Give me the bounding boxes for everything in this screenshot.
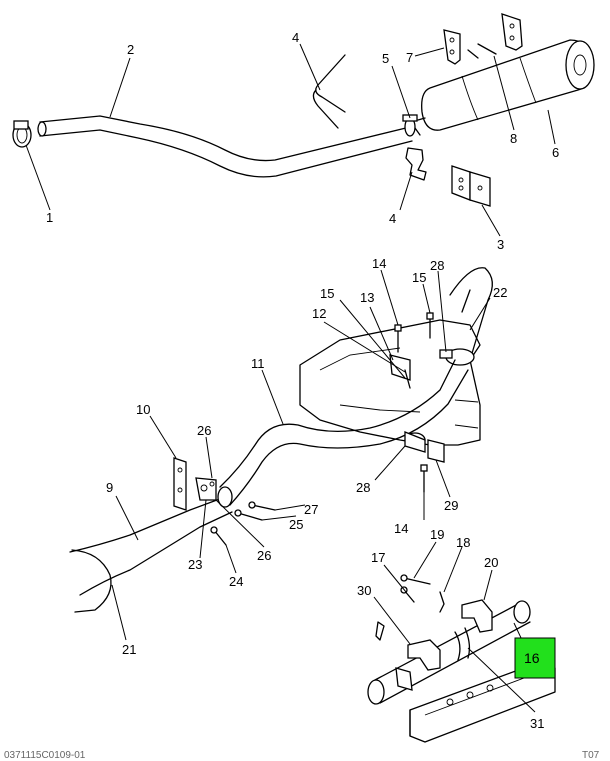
callout-22[interactable]: 22	[493, 285, 507, 300]
callout-23[interactable]: 23	[188, 557, 202, 572]
bolt-part-12[interactable]	[404, 369, 411, 389]
bolt-part-14-upper[interactable]	[394, 324, 402, 353]
clamp-part-5[interactable]	[402, 114, 418, 137]
footer-page: T07	[582, 750, 600, 761]
highlight-callout-16[interactable]: 16	[514, 637, 556, 679]
callout-30[interactable]: 30	[357, 583, 371, 598]
clamp-part-4[interactable]	[405, 147, 427, 181]
bolt-part-27[interactable]	[248, 501, 276, 511]
bolt-part-8[interactable]	[467, 43, 497, 59]
callout-6[interactable]: 6	[552, 145, 559, 160]
callout-18[interactable]: 18	[456, 535, 470, 550]
callout-15-left[interactable]: 15	[320, 286, 334, 301]
callout-7[interactable]: 7	[406, 50, 413, 65]
frame-crossmember	[299, 319, 481, 446]
callout-19[interactable]: 19	[430, 527, 444, 542]
callout-20[interactable]: 20	[484, 555, 498, 570]
bracket-right[interactable]	[501, 13, 523, 51]
callout-4-lower[interactable]: 4	[389, 211, 396, 226]
clamp-lower-left[interactable]	[395, 667, 413, 691]
callout-26-upper[interactable]: 26	[197, 423, 211, 438]
pipe-part-2[interactable]	[37, 115, 413, 178]
callout-3[interactable]: 3	[497, 237, 504, 252]
callout-11[interactable]: 11	[251, 356, 265, 371]
u-bolt-part-17[interactable]	[400, 586, 415, 603]
callout-24[interactable]: 24	[229, 574, 243, 589]
highlight-box[interactable]	[514, 637, 556, 679]
u-bolt-part-31[interactable]	[454, 627, 471, 661]
callout-8[interactable]: 8	[510, 131, 517, 146]
pipe-part-16[interactable]	[367, 600, 531, 705]
callout-4-upper[interactable]: 4	[292, 30, 299, 45]
bracket-part-13[interactable]	[389, 354, 411, 381]
u-bolt-part-4[interactable]	[312, 54, 346, 129]
callout-25[interactable]: 25	[289, 517, 303, 532]
callout-28-lower[interactable]: 28	[356, 480, 370, 495]
bracket-part-20[interactable]	[461, 599, 493, 633]
callout-27[interactable]: 27	[304, 502, 318, 517]
bolt-part-14-lower[interactable]	[420, 464, 428, 493]
callout-5[interactable]: 5	[382, 51, 389, 66]
callout-29[interactable]: 29	[444, 498, 458, 513]
callout-12[interactable]: 12	[312, 306, 326, 321]
bolt-part-19[interactable]	[400, 574, 431, 585]
clamp-part-1[interactable]	[12, 120, 32, 148]
clamp-small[interactable]	[375, 621, 385, 641]
callout-1[interactable]: 1	[46, 210, 53, 225]
bolt-part-24[interactable]	[210, 526, 227, 546]
bolt-part-25[interactable]	[234, 509, 263, 521]
muffler-part-6[interactable]	[414, 39, 595, 136]
callout-16[interactable]: 16	[524, 650, 540, 666]
callout-31[interactable]: 31	[530, 716, 544, 731]
detail-assembly	[367, 574, 556, 743]
bracket-part-29[interactable]	[427, 439, 445, 463]
pipe-part-11[interactable]	[219, 359, 469, 506]
callout-14-upper[interactable]: 14	[372, 256, 386, 271]
clamp-part-23[interactable]	[195, 477, 217, 501]
callout-15-right[interactable]: 15	[412, 270, 426, 285]
callout-26-lower[interactable]: 26	[257, 548, 271, 563]
bracket-part-30[interactable]	[407, 639, 441, 671]
callout-13[interactable]: 13	[360, 290, 374, 305]
bracket-part-10[interactable]	[173, 457, 187, 511]
callout-10[interactable]: 10	[136, 402, 150, 417]
pipe-part-9[interactable]	[69, 486, 233, 596]
callout-21[interactable]: 21	[122, 642, 136, 657]
leader-lines	[25, 43, 556, 713]
clamp-part-28-lower[interactable]	[404, 431, 426, 453]
upper-assembly	[12, 13, 595, 207]
u-bolt-part-18[interactable]	[439, 591, 445, 613]
bolt-part-15-upper[interactable]	[426, 312, 434, 339]
bracket-part-7[interactable]	[443, 29, 461, 65]
callout-14-lower[interactable]: 14	[394, 521, 408, 536]
pipe-part-21[interactable]	[71, 549, 112, 613]
footer-code: 0371115C0109-01	[4, 750, 86, 761]
callout-28-upper[interactable]: 28	[430, 258, 444, 273]
callout-17[interactable]: 17	[371, 550, 385, 565]
bracket-part-3[interactable]	[451, 165, 491, 207]
callout-2[interactable]: 2	[127, 42, 134, 57]
callout-labels: 1 2 3 4 4 5 6 7 8 9 10 11 12 13 14 14 15…	[46, 30, 559, 731]
callout-9[interactable]: 9	[106, 480, 113, 495]
lower-assembly	[69, 267, 493, 613]
pipe-part-22[interactable]	[445, 267, 493, 366]
